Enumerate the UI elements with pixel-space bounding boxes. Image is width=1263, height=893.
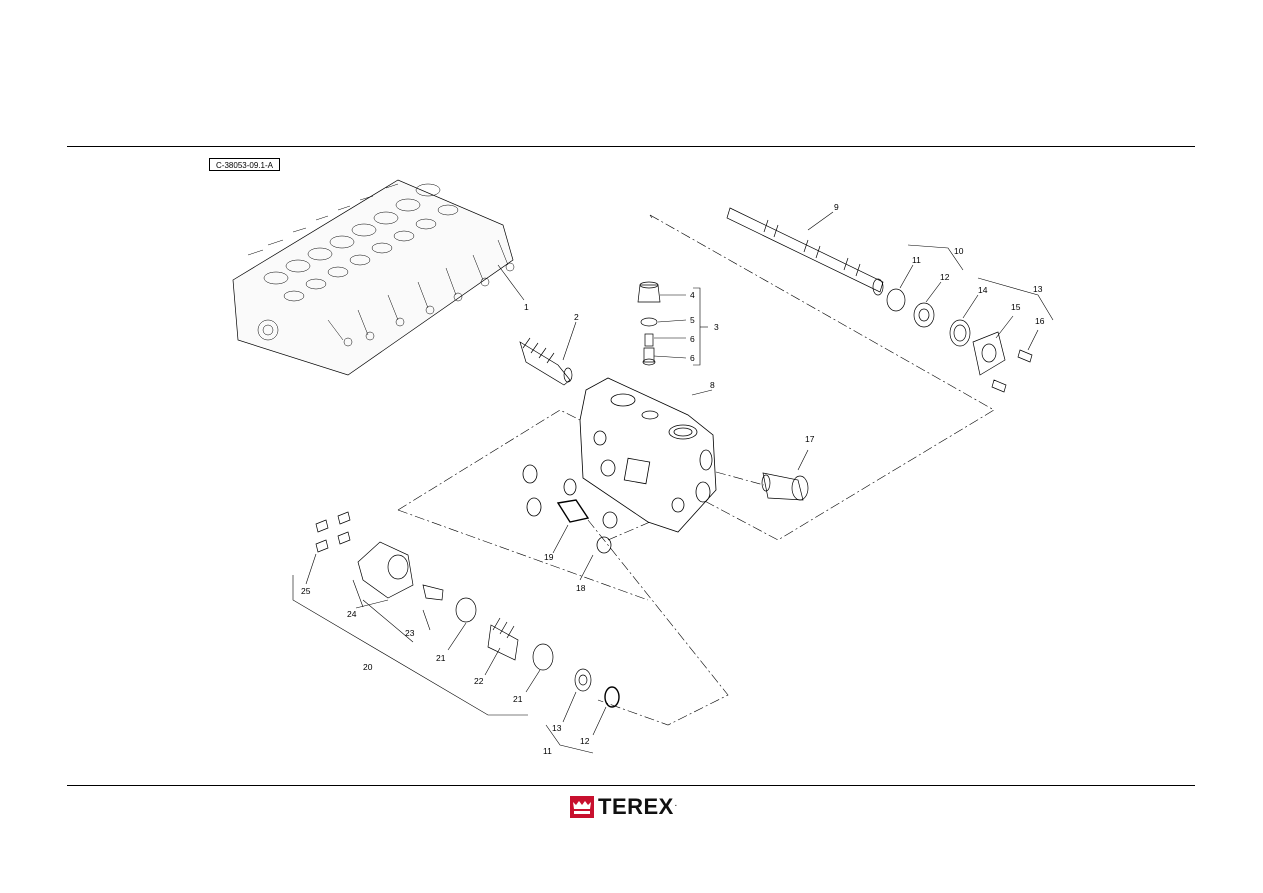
brand-name: TEREX. [598,794,678,819]
callout: 2 [574,312,579,322]
callout: 13 [552,723,562,733]
callout: 14 [978,285,988,295]
callout: 10 [954,246,964,256]
leader-lines [305,211,1039,736]
spool-end-parts [886,288,1033,393]
callout: 25 [301,586,311,596]
callout: 5 [690,315,695,325]
callout: 4 [690,290,695,300]
relief-cartridge [519,337,573,386]
drawing-reference-box: C-38053-09.1-A [209,158,280,171]
o-rings [522,464,618,554]
callout: 8 [710,380,715,390]
callout: 21 [436,653,446,663]
callout: 19 [544,552,554,562]
callout: 21 [513,694,523,704]
callout: 20 [363,662,373,672]
callout: 11 [912,255,921,265]
callout: 13 [1033,284,1043,294]
header-rule [67,146,1195,147]
callout-labels: 1 2 3 4 5 6 6 8 9 10 11 12 13 14 15 16 1… [301,202,1045,756]
callout: 24 [347,609,357,619]
callout: 12 [940,272,950,282]
bracket-lines [292,244,1054,754]
plug-17 [761,472,809,501]
callout: 15 [1011,302,1021,312]
footer-rule [67,785,1195,786]
callout: 6 [690,353,695,363]
callout: 16 [1035,316,1045,326]
callout: 3 [714,322,719,332]
callout: 23 [405,628,415,638]
exploded-parts-diagram: 1 2 3 4 5 6 6 8 9 10 11 12 13 14 15 16 1… [232,179,1054,756]
callout: 9 [834,202,839,212]
main-valve-bank [232,179,515,376]
valve-section-body [579,377,717,533]
spool [726,207,884,296]
terex-crown-icon [570,796,594,818]
cover-spring-assembly [315,511,620,708]
callout: 17 [805,434,815,444]
callout: 11 [543,746,552,756]
callout: 12 [580,736,590,746]
check-valve-parts [637,281,661,366]
callout: 18 [576,583,586,593]
callout: 1 [524,302,529,312]
callout: 6 [690,334,695,344]
terex-logo: TEREX. [570,794,678,819]
callout: 22 [474,676,484,686]
